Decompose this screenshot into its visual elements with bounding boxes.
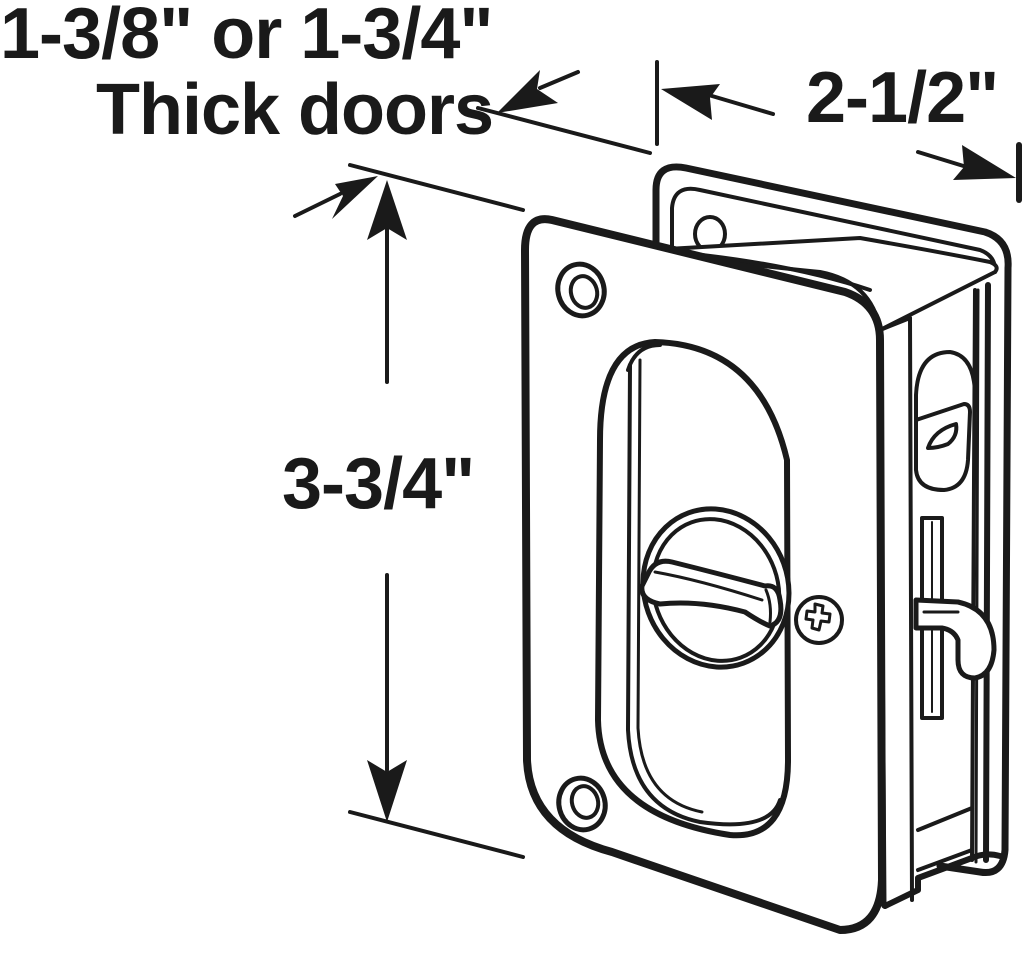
- recessed-pull: [595, 339, 791, 839]
- door-thickness-label-line2: Thick doors: [96, 70, 493, 150]
- height-label: 3-3/4": [282, 444, 474, 524]
- arrow-left-icon: [661, 84, 720, 120]
- front-screw-hole-top: [555, 261, 607, 319]
- arrow-up-icon: [367, 180, 407, 240]
- height-dimension: 3-3/4": [282, 163, 525, 859]
- front-screw-hole-bottom: [556, 775, 608, 833]
- privacy-turn-icon: [639, 506, 792, 670]
- width-dimension: 2-1/2": [655, 58, 1022, 203]
- latch-hook: [913, 597, 997, 681]
- arrow-right-icon: [953, 145, 1016, 180]
- phillips-screw-icon: [794, 595, 844, 645]
- door-thickness-label-line1: 1-3/8" or 1-3/4": [0, 0, 493, 74]
- door-thickness-dimension: 1-3/8" or 1-3/4" Thick doors: [0, 0, 652, 219]
- width-label: 2-1/2": [806, 58, 998, 138]
- arrow-left-down-icon: [497, 70, 558, 113]
- edge-pull: [913, 350, 997, 720]
- arrow-diagonal-icon: [332, 176, 378, 219]
- arrow-down-icon: [367, 760, 407, 822]
